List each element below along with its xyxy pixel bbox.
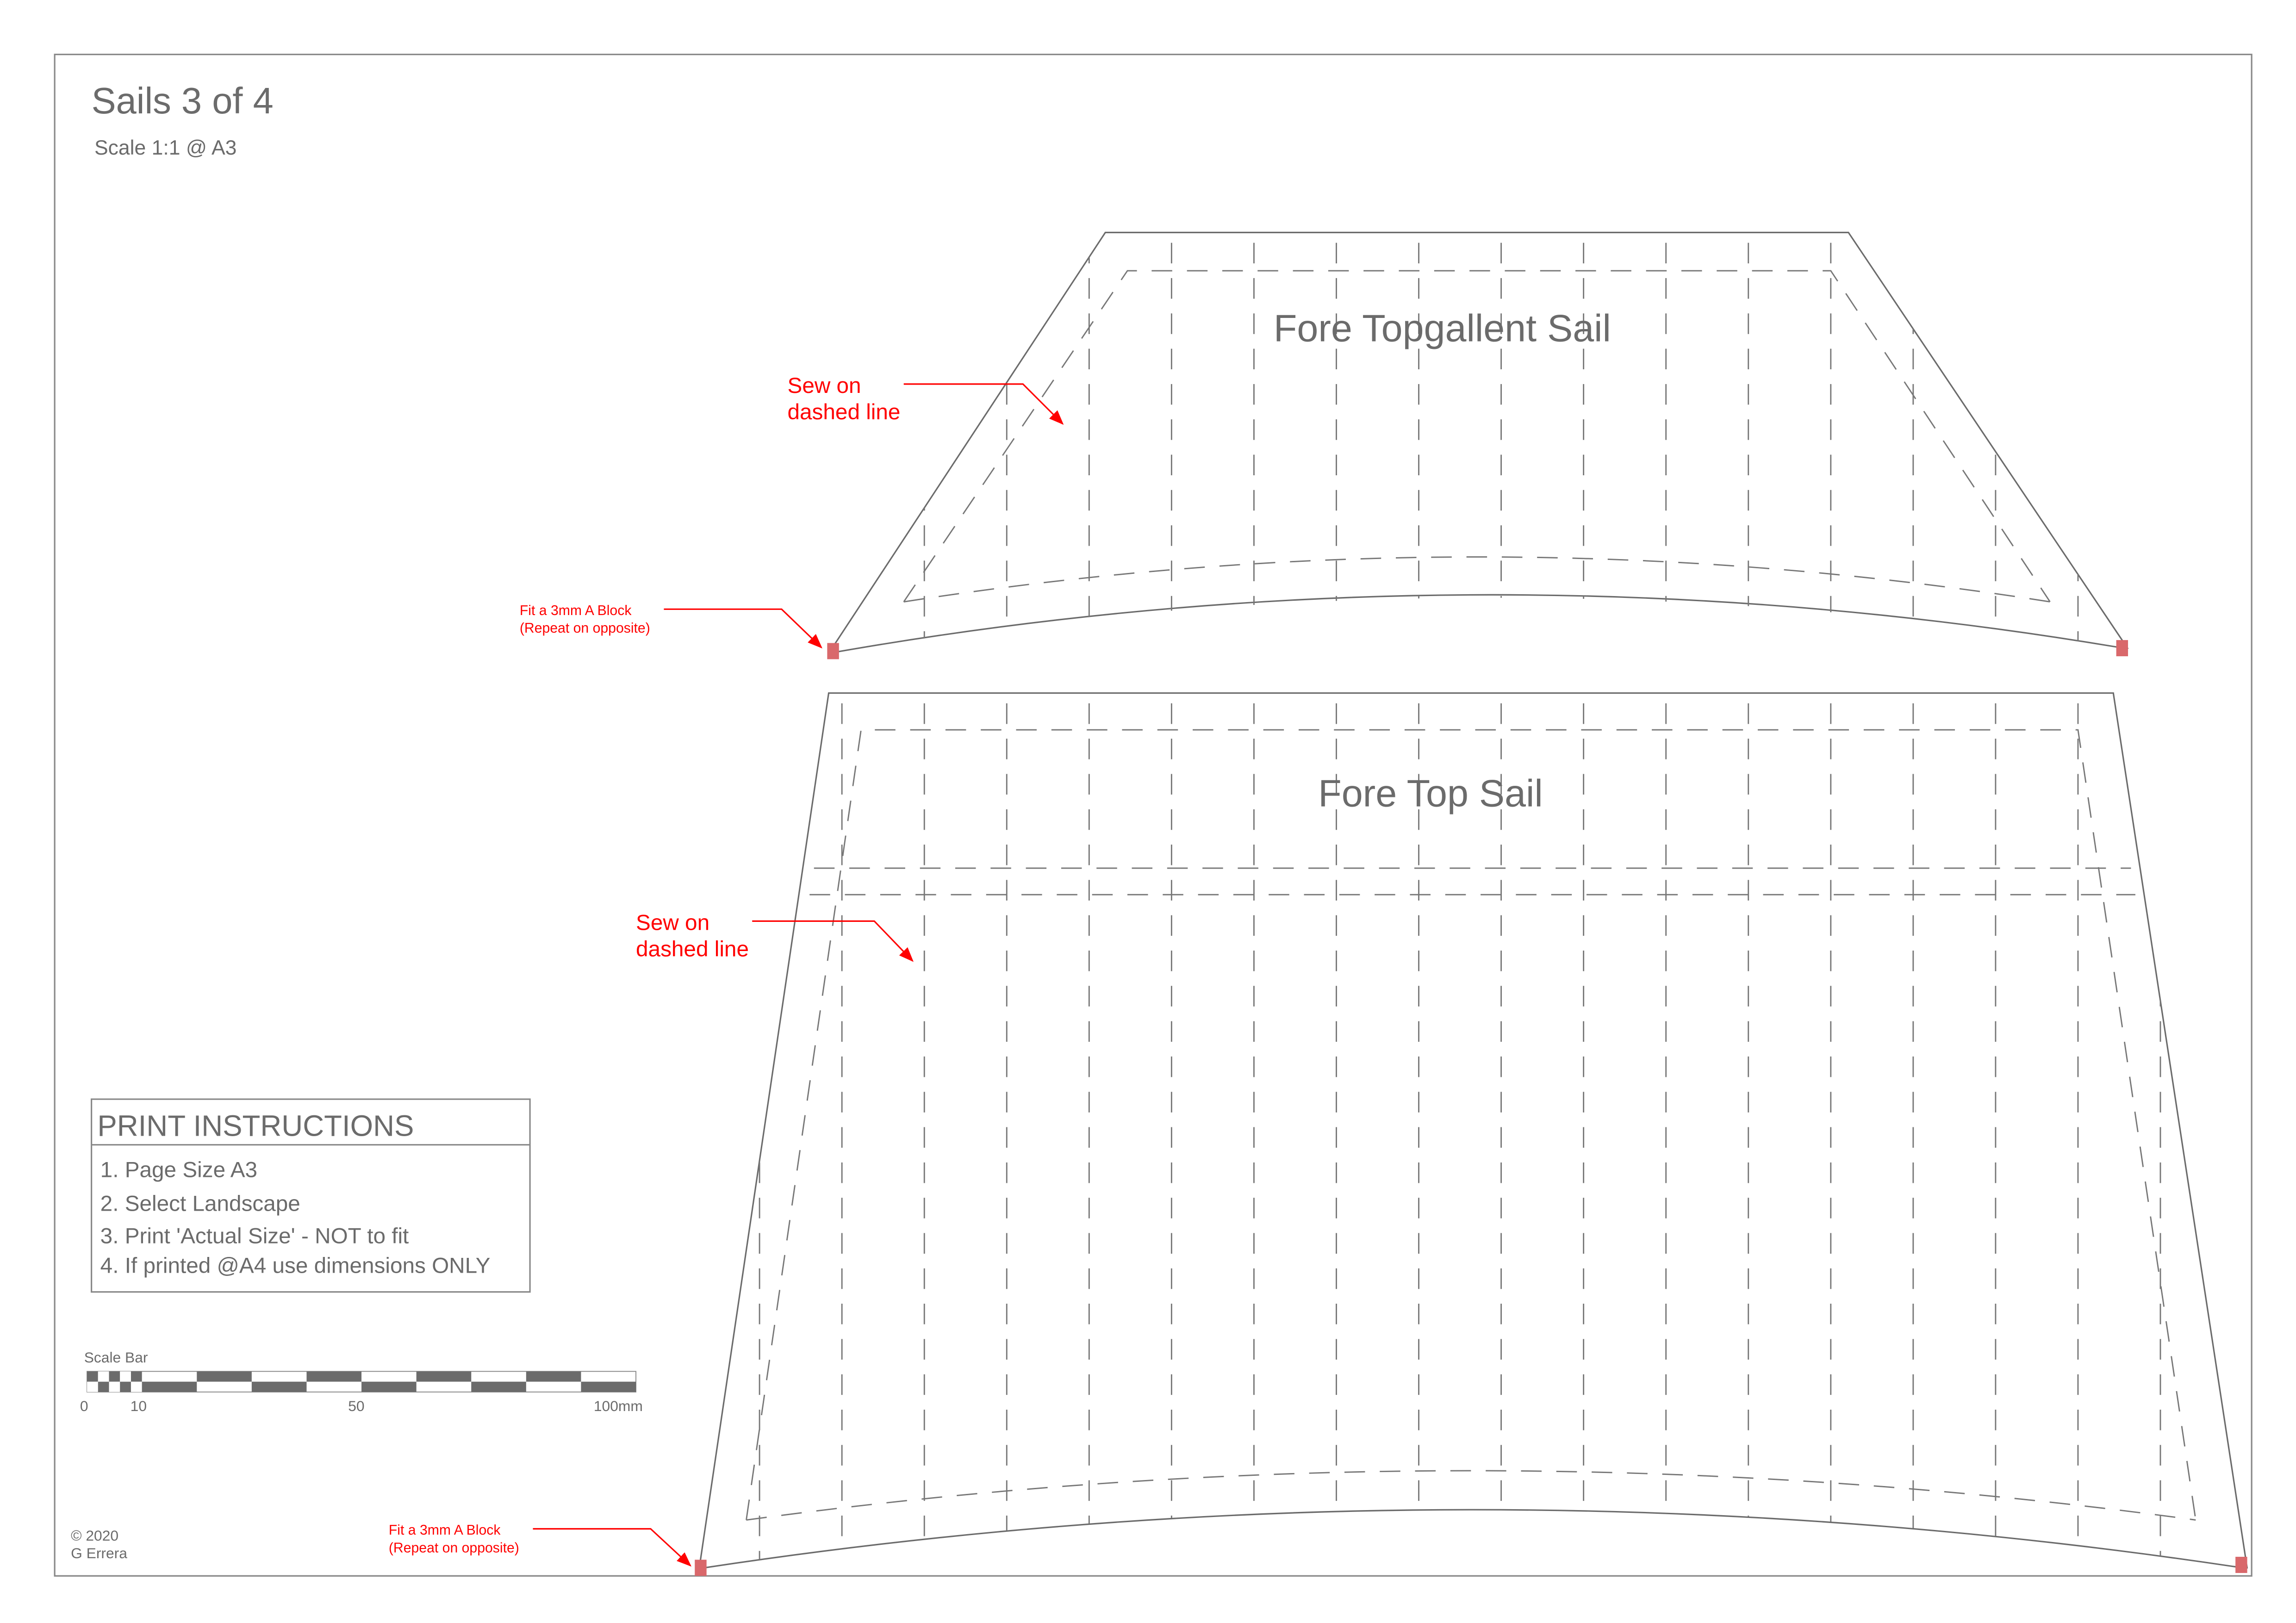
scale-segment bbox=[120, 1381, 131, 1392]
instruction-item: 1. Page Size A3 bbox=[100, 1158, 257, 1182]
scale-tick: 0 bbox=[80, 1398, 88, 1414]
block-note-line2: (Repeat on opposite) bbox=[389, 1540, 519, 1555]
scale-segment bbox=[251, 1381, 307, 1392]
block-note-line2: (Repeat on opposite) bbox=[520, 621, 650, 636]
scale-segment bbox=[131, 1371, 142, 1382]
sew-note-line1: Sew on bbox=[636, 910, 709, 935]
sail-label: Fore Top Sail bbox=[1318, 771, 1543, 815]
scale-segment bbox=[581, 1381, 636, 1392]
instruction-item: 4. If printed @A4 use dimensions ONLY bbox=[100, 1253, 491, 1278]
scale-tick: 50 bbox=[348, 1398, 364, 1414]
sew-line bbox=[903, 270, 2051, 603]
scale-segment bbox=[98, 1381, 109, 1392]
scale-note: Scale 1:1 @ A3 bbox=[94, 137, 236, 159]
scale-segment bbox=[109, 1381, 120, 1392]
scale-tick: 10 bbox=[131, 1398, 147, 1414]
sew-line-foot bbox=[903, 556, 2050, 603]
scale-tick: 100mm bbox=[594, 1398, 643, 1414]
copyright: © 2020 bbox=[71, 1527, 118, 1544]
page-border bbox=[54, 54, 2252, 1577]
block-marker-left bbox=[695, 1560, 707, 1576]
sew-note-line1: Sew on bbox=[788, 373, 861, 398]
scale-bar-label: Scale Bar bbox=[84, 1349, 148, 1366]
scale-segment bbox=[131, 1381, 142, 1392]
instruction-item: 2. Select Landscape bbox=[100, 1192, 300, 1216]
scale-segment bbox=[197, 1371, 252, 1382]
sew-note-arrow bbox=[903, 383, 1064, 425]
fore-topgallant-sail: Fore Topgallent Sail Sew on dashed line … bbox=[520, 231, 2129, 659]
sew-note-line2: dashed line bbox=[788, 400, 901, 424]
scale-bar-blocks bbox=[87, 1371, 636, 1393]
scale-segment bbox=[416, 1371, 472, 1382]
sew-line bbox=[746, 729, 2196, 1520]
block-note-line1: Fit a 3mm A Block bbox=[520, 603, 632, 618]
block-note-arrow bbox=[664, 608, 822, 649]
sail-label: Fore Topgallent Sail bbox=[1274, 307, 1611, 350]
print-instructions-box: PRINT INSTRUCTIONS 1. Page Size A3 2. Se… bbox=[91, 1098, 531, 1293]
scale-segment bbox=[120, 1371, 131, 1382]
scale-segment bbox=[109, 1371, 120, 1382]
scale-segment bbox=[471, 1381, 526, 1392]
seam-lines bbox=[923, 243, 2079, 647]
scale-segment bbox=[526, 1371, 581, 1382]
fore-top-sail: Fore Top Sail Sew on dashed line Fit a 3… bbox=[389, 692, 2248, 1576]
scale-segment bbox=[87, 1381, 98, 1392]
sail-outline bbox=[828, 231, 2129, 654]
print-instructions-title: PRINT INSTRUCTIONS bbox=[97, 1110, 414, 1143]
sew-note-line2: dashed line bbox=[636, 937, 749, 962]
block-marker-right bbox=[2235, 1556, 2247, 1573]
scale-segment bbox=[361, 1381, 417, 1392]
block-marker-left bbox=[827, 643, 839, 659]
sew-note-arrow bbox=[752, 920, 914, 962]
author: G Errera bbox=[71, 1545, 127, 1561]
scale-bar: Scale Bar 0 10 50 100mm bbox=[80, 1349, 643, 1414]
scale-segment bbox=[306, 1371, 362, 1382]
instruction-item: 3. Print 'Actual Size' - NOT to fit bbox=[100, 1224, 409, 1249]
scale-segment bbox=[87, 1371, 98, 1382]
scale-segment bbox=[98, 1371, 109, 1382]
page-title: Sails 3 of 4 bbox=[92, 80, 274, 121]
sail-foot-curve bbox=[699, 1509, 2247, 1569]
sail-foot-curve bbox=[828, 594, 2128, 654]
block-marker-right bbox=[2116, 640, 2128, 657]
seam-lines bbox=[759, 703, 2161, 1563]
scale-segment bbox=[142, 1381, 197, 1392]
block-note-line1: Fit a 3mm A Block bbox=[389, 1523, 501, 1538]
block-note-arrow bbox=[533, 1528, 692, 1567]
sail-outline bbox=[698, 692, 2248, 1569]
sew-line-foot bbox=[746, 1470, 2196, 1521]
